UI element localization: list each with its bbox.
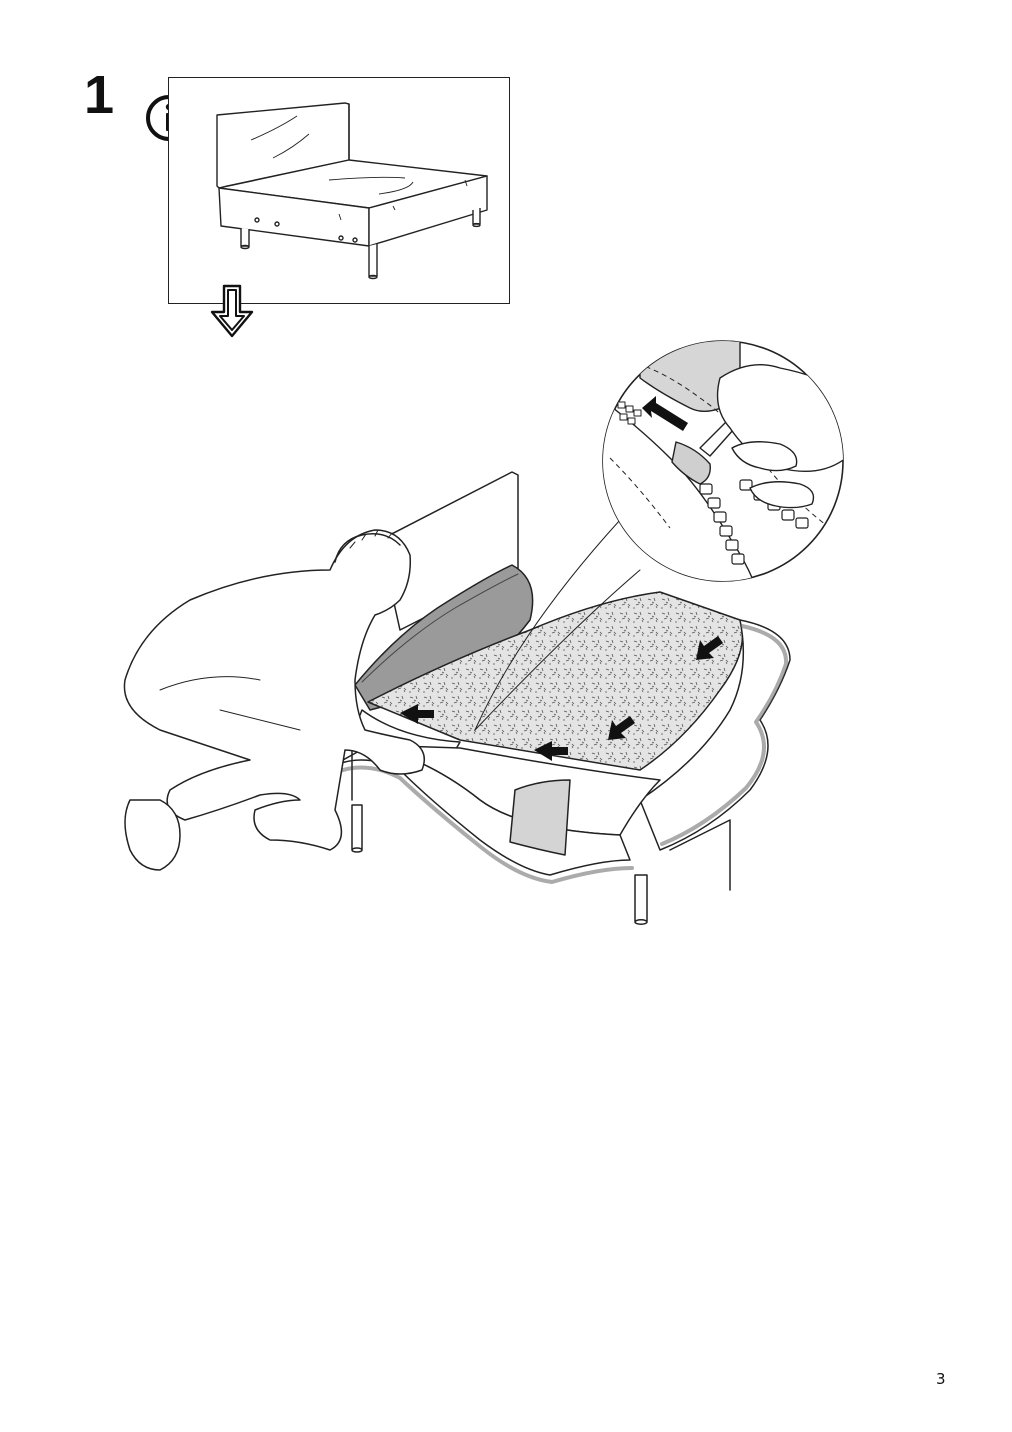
inset-panel: [168, 77, 510, 304]
seat-cushion: [367, 591, 744, 771]
filled-arrow-icon: [400, 636, 723, 761]
page-number: 3: [936, 1370, 946, 1388]
step-number: 1: [84, 65, 115, 125]
zipper-zoom-detail: [602, 340, 844, 582]
outlined-down-arrow-icon: [210, 284, 254, 338]
person: [123, 529, 425, 851]
main-illustration: [123, 471, 791, 925]
cover-strap: [509, 779, 571, 856]
cover-drape-right: [639, 619, 791, 851]
sofa-frame-illustration: [216, 102, 488, 280]
